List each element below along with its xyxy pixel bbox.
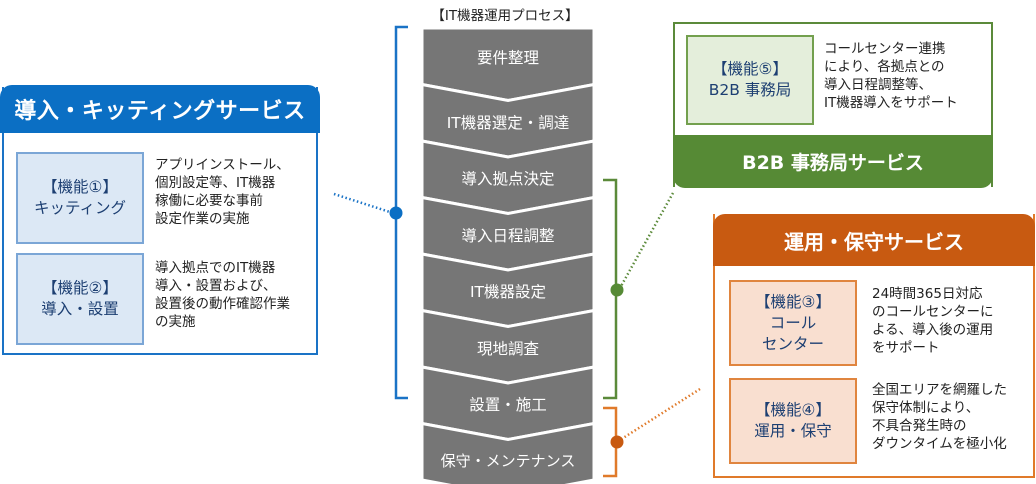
- connector-kitting: [333, 192, 394, 215]
- function-4-description: 全国エリアを網羅した 保守体制により、 不具合発生時の ダウンタイムを極小化: [872, 382, 1007, 452]
- function-3-description: 24時間365日対応 のコールセンターに よる、導入後の運用 をサポート: [872, 286, 994, 356]
- b2b-service-title: B2B 事務局サービス: [673, 135, 993, 188]
- process-step-label: 保守・メンテナンス: [440, 451, 576, 470]
- function-4-box: 【機能④】 運用・保守: [729, 378, 857, 464]
- function-2-label: 【機能②】: [42, 279, 118, 297]
- function-5-box: 【機能⑤】 B2B 事務局: [686, 35, 814, 125]
- process-step-label: 現地調査: [476, 339, 539, 358]
- function-2-description: 導入拠点でのIT機器 導入・設置および、 設置後の動作確認作業 の実施: [155, 260, 290, 330]
- node-operation: [610, 435, 624, 449]
- process-chevrons: [420, 26, 596, 484]
- function-3-label: 【機能③】: [755, 292, 831, 311]
- process-step-label: 導入拠点決定: [461, 170, 555, 188]
- process-step-label: 要件整理: [476, 49, 539, 67]
- process-step-shape: [420, 421, 596, 484]
- process-step-label: 導入日程調整: [461, 226, 555, 245]
- operation-service-title: 運用・保守サービス: [713, 214, 1035, 266]
- function-5-description: コールセンター連携 により、各拠点との 導入日程調整等、 IT機器導入をサポート: [824, 41, 958, 111]
- function-3-name: コール センター: [761, 313, 824, 353]
- process-step-label: IT機器選定・調達: [446, 113, 570, 132]
- function-2-box: 【機能②】 導入・設置: [16, 253, 144, 345]
- connector-b2b: [618, 192, 675, 289]
- function-1-box: 【機能①】 キッティング: [16, 152, 144, 244]
- kitting-service-title: 導入・キッティングサービス: [0, 85, 320, 133]
- process-title: 【IT機器運用プロセス】: [431, 8, 579, 24]
- process-step-label: IT機器設定: [469, 283, 547, 301]
- node-kitting: [389, 206, 403, 220]
- function-1-description: アプリインストール、 個別設定等、IT機器 稼働に必要な事前 設定作業の実施: [155, 157, 290, 227]
- process-step-label: 設置・施工: [469, 396, 547, 414]
- function-4-name: 運用・保守: [754, 422, 832, 440]
- function-2-name: 導入・設置: [41, 300, 119, 318]
- function-1-label: 【機能①】: [42, 178, 118, 196]
- function-1-name: キッティング: [33, 199, 127, 217]
- connector-operation: [619, 387, 701, 442]
- function-4-label: 【機能④】: [755, 401, 831, 419]
- function-3-box: 【機能③】 コール センター: [729, 280, 857, 366]
- function-5-label: 【機能⑤】: [712, 60, 788, 78]
- function-5-name: B2B 事務局: [708, 81, 792, 99]
- node-b2b: [610, 283, 624, 297]
